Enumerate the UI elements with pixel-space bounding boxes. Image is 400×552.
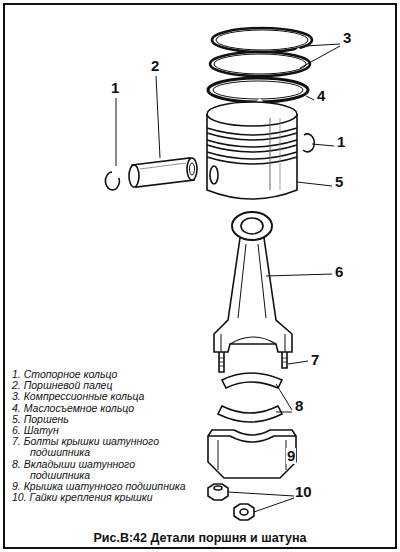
circlip — [303, 134, 314, 152]
callout-number: 6 — [334, 264, 344, 280]
callout-number: 1 — [336, 134, 346, 150]
figure-caption: Рис.В:42 Детали поршня и шатуна — [0, 531, 400, 545]
part-name: 1. Стопорное кольцо — [12, 369, 190, 380]
part-name: 3. Компрессионные кольца — [12, 391, 190, 402]
part-name: 5. Поршень — [12, 414, 190, 425]
piston-pin — [129, 158, 197, 187]
callout-number: 3 — [342, 30, 352, 46]
piston — [207, 102, 297, 199]
callout-number: 8 — [294, 398, 304, 414]
callout-number: 10 — [294, 484, 313, 500]
callout-number: 1 — [110, 80, 120, 96]
callout-number: 7 — [310, 352, 320, 368]
compression-rings — [210, 28, 312, 76]
part-name: 6. Шатун — [12, 425, 190, 436]
callout-number: 2 — [150, 58, 160, 74]
part-name: 4. Маслосъемное кольцо — [12, 403, 190, 414]
part-name: 7. Болты крышки шатунного подшипника — [12, 436, 190, 458]
part-name: 9. Крышка шатунного подшипника — [12, 481, 190, 492]
callout-number: 5 — [334, 174, 344, 190]
bearing-shells — [218, 373, 282, 422]
circlip — [105, 172, 119, 190]
frame — [4, 4, 396, 548]
callout-number: 9 — [286, 448, 296, 464]
part-name: 2. Поршневой палец — [12, 380, 190, 391]
connecting-rod — [214, 212, 292, 352]
oil-ring — [208, 78, 308, 104]
bearing-cap — [208, 430, 296, 478]
parts-list: 1. Стопорное кольцо2. Поршневой палец3. … — [12, 369, 190, 503]
cap-nuts — [208, 484, 254, 520]
callout-number: 4 — [316, 88, 326, 104]
part-name: 8. Вкладыши шатунного подшипника — [12, 459, 190, 481]
cap-bolts — [219, 352, 287, 372]
part-name: 10. Гайки крепления крышки — [12, 492, 190, 503]
